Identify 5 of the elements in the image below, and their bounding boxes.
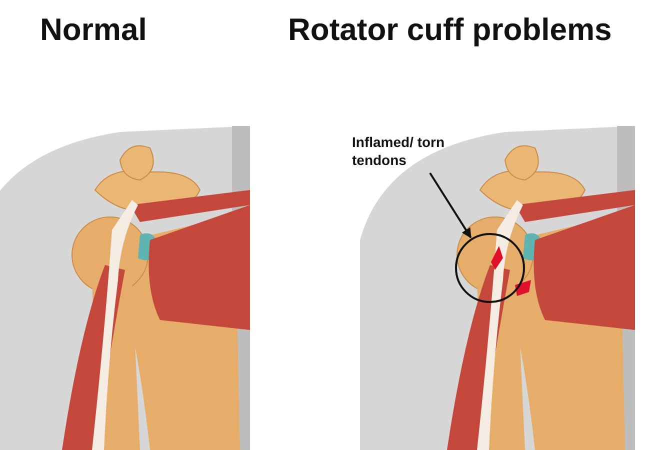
heading: Normal — [40, 12, 147, 48]
arrow — [429, 172, 472, 238]
heading: Rotator cuff problems — [288, 12, 612, 48]
highlight-circle — [455, 233, 525, 303]
callout-label: Inflamed/ torn tendons — [352, 133, 452, 170]
